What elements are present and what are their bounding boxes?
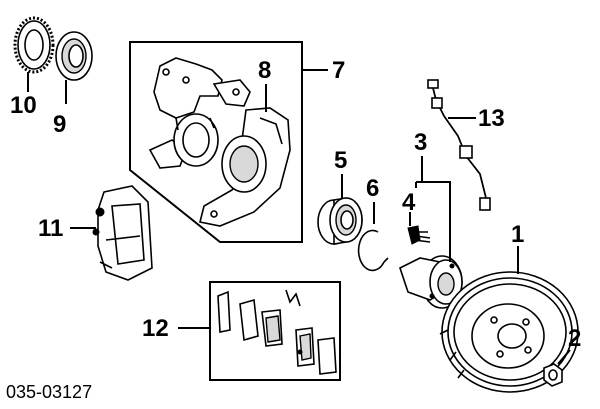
part-2-wheel-nut: [543, 363, 563, 387]
knuckle-assembly-box: [129, 41, 303, 243]
callout-8: 8: [258, 57, 271, 84]
callout-6: 6: [366, 175, 379, 202]
part-5-wheel-bearing: [317, 197, 363, 245]
callout-4: 4: [402, 189, 416, 216]
callout-2: 2: [568, 325, 581, 352]
callout-13: 13: [478, 105, 505, 132]
part-8-dust-shield: [199, 107, 291, 227]
part-4-hub-bolt: [407, 225, 431, 245]
part-7-steering-knuckle: [148, 57, 251, 169]
leader-3-bracket: [416, 181, 451, 262]
part-6-snap-ring: [357, 229, 389, 272]
part-3-wheel-hub: [399, 255, 463, 309]
callout-12: 12: [142, 315, 169, 342]
callout-7: 7: [332, 57, 345, 84]
part-11-brake-caliper: [92, 185, 153, 281]
callout-11: 11: [38, 215, 63, 242]
brake-pads-box: [209, 281, 341, 381]
callout-3: 3: [414, 129, 427, 156]
callout-9: 9: [53, 111, 66, 138]
leader-2: [557, 349, 571, 365]
callout-10: 10: [10, 92, 37, 119]
part-9-oil-seal: [55, 31, 93, 81]
part-13-brake-hose: [427, 79, 491, 211]
diagram-code: 035-03127: [6, 382, 92, 402]
part-1-brake-disc: [439, 271, 579, 393]
callout-1: 1: [511, 221, 524, 248]
callout-5: 5: [334, 147, 347, 174]
part-12-brake-pads: [217, 289, 337, 375]
part-10-abs-sensor-ring: [13, 16, 55, 74]
